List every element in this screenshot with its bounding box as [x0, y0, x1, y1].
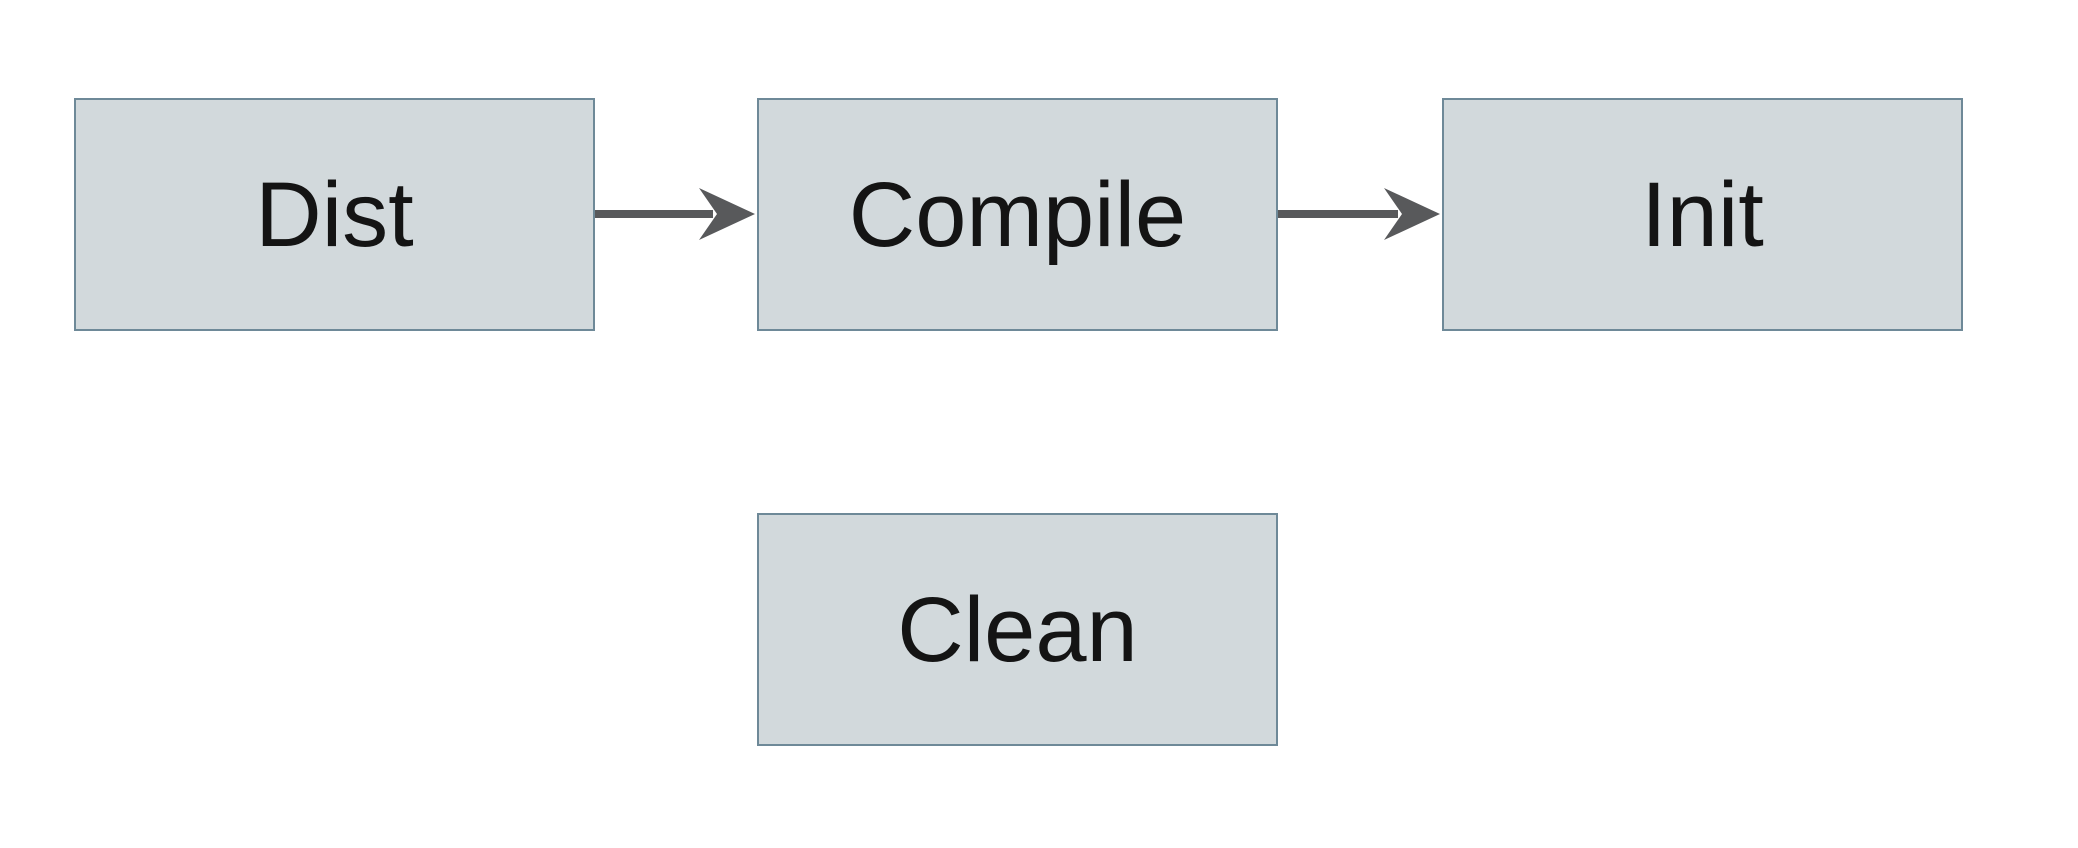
- node-compile-label: Compile: [848, 163, 1187, 266]
- arrow-dist-to-compile: [595, 188, 755, 240]
- node-clean[interactable]: Clean: [757, 513, 1278, 746]
- node-init-label: Init: [1641, 163, 1764, 266]
- arrow-compile-to-init: [1278, 188, 1440, 240]
- node-compile[interactable]: Compile: [757, 98, 1278, 331]
- node-clean-label: Clean: [897, 578, 1138, 681]
- node-dist[interactable]: Dist: [74, 98, 595, 331]
- node-dist-label: Dist: [255, 163, 414, 266]
- node-init[interactable]: Init: [1442, 98, 1963, 331]
